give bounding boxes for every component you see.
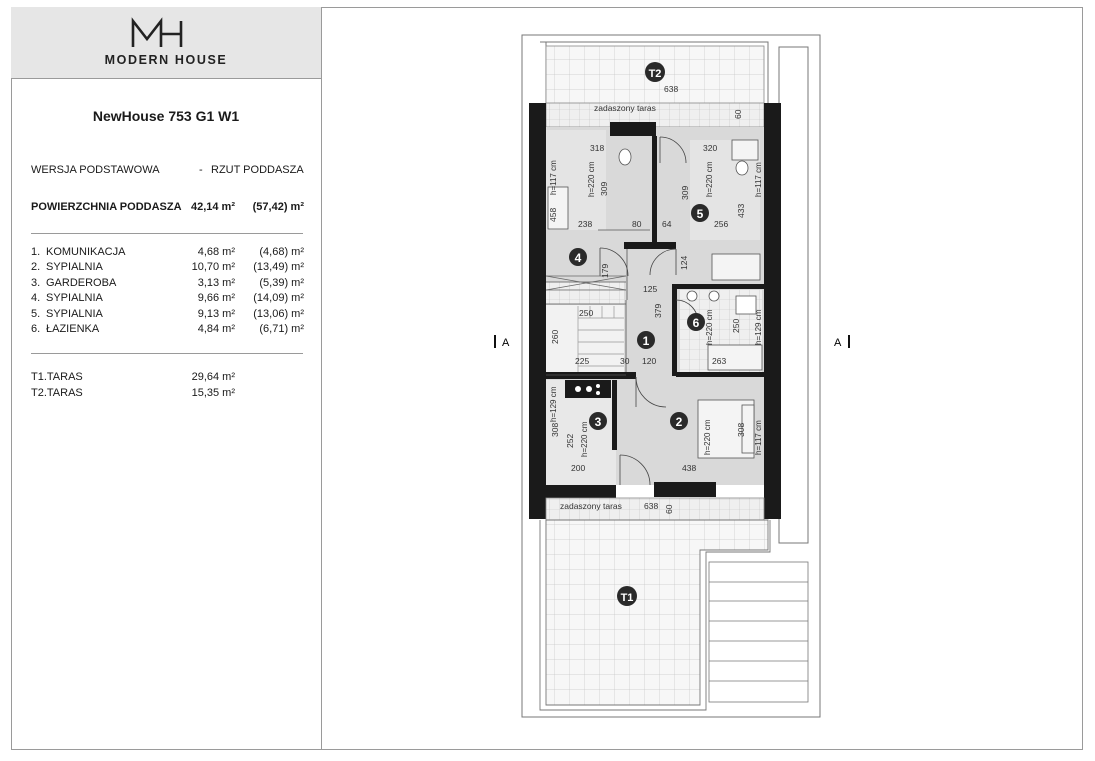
stairs [577, 306, 624, 374]
svg-text:T2: T2 [649, 68, 662, 80]
svg-text:64: 64 [662, 219, 672, 229]
logo-text: MODERN HOUSE [104, 53, 228, 67]
external-stair [708, 561, 809, 703]
svg-text:320: 320 [703, 143, 717, 153]
svg-text:5: 5 [697, 207, 704, 221]
svg-text:124: 124 [679, 256, 689, 270]
svg-text:h=129 cm: h=129 cm [549, 386, 558, 422]
svg-text:h=220 cm: h=220 cm [587, 161, 596, 197]
plan-labels: zadaszony taras zadaszony taras 638 638 … [548, 84, 746, 514]
section-mark-right: A [834, 335, 850, 349]
drawing-frame [11, 7, 1083, 750]
walls [529, 103, 781, 519]
svg-text:h=117 cm: h=117 cm [754, 420, 763, 455]
svg-text:250: 250 [731, 319, 741, 333]
svg-text:h=220 cm: h=220 cm [705, 161, 714, 197]
svg-text:256: 256 [714, 219, 728, 229]
room-marker-2: 2 [670, 412, 688, 430]
svg-text:60: 60 [664, 504, 674, 514]
room-marker-5: 5 [691, 204, 709, 222]
svg-text:250: 250 [579, 308, 593, 318]
svg-text:200: 200 [571, 463, 585, 473]
svg-text:238: 238 [578, 219, 592, 229]
svg-text:A: A [502, 337, 510, 349]
svg-text:308: 308 [550, 423, 560, 437]
divider [31, 233, 303, 234]
svg-text:433: 433 [736, 204, 746, 218]
terrace-marker-t1: T1 [617, 586, 637, 606]
version-label: WERSJA PODSTAWOWA [31, 164, 160, 176]
svg-text:125: 125 [643, 284, 657, 294]
svg-text:h=117 cm: h=117 cm [549, 160, 558, 195]
svg-text:h=117 cm: h=117 cm [754, 162, 763, 197]
room-marker-3: 3 [589, 412, 607, 430]
svg-text:4: 4 [575, 251, 582, 265]
svg-text:309: 309 [599, 182, 609, 196]
room-markers: 1 2 3 4 5 6 T2 T1 [569, 62, 709, 606]
logo-mark-icon [131, 17, 183, 47]
height-labels: h=220 cm h=220 cm h=117 cm h=117 cm h=22… [549, 160, 763, 457]
svg-text:80: 80 [632, 219, 642, 229]
svg-text:h=220 cm: h=220 cm [703, 419, 712, 455]
doors [599, 136, 699, 486]
terrace-marker-t2: T2 [645, 62, 665, 82]
svg-text:120: 120 [642, 356, 656, 366]
room-marker-1: 1 [637, 331, 655, 349]
svg-text:2: 2 [676, 415, 683, 429]
section-mark-left: A [494, 335, 510, 349]
project-title: NewHouse 753 G1 W1 [92, 108, 240, 124]
svg-text:zadaszony taras: zadaszony taras [594, 103, 656, 113]
svg-text:zadaszony taras: zadaszony taras [560, 501, 622, 511]
svg-text:309: 309 [680, 186, 690, 200]
terrace-t1 [545, 519, 769, 706]
svg-text:179: 179 [600, 264, 610, 278]
svg-text:458: 458 [548, 208, 558, 222]
furniture [547, 139, 763, 459]
svg-text:3: 3 [595, 415, 602, 429]
svg-text:h=220 cm: h=220 cm [580, 421, 589, 457]
logo-box: MODERN HOUSE [11, 7, 321, 79]
svg-text:260: 260 [550, 330, 560, 344]
svg-text:638: 638 [644, 501, 658, 511]
svg-text:318: 318 [590, 143, 604, 153]
svg-text:308: 308 [736, 423, 746, 437]
svg-text:A: A [834, 337, 842, 349]
svg-text:60: 60 [733, 109, 743, 119]
svg-text:638: 638 [664, 84, 678, 94]
svg-text:h=220 cm: h=220 cm [705, 309, 714, 345]
svg-text:225: 225 [575, 356, 589, 366]
area-net: 42,14 m² [190, 201, 235, 213]
area-label: POWIERZCHNIA PODDASZA [31, 201, 182, 213]
area-gross: (57,42) m² [252, 201, 304, 213]
divider [31, 353, 303, 354]
info-panel: MODERN HOUSE NewHouse 753 G1 W1 WERSJA P… [11, 7, 322, 750]
version-dash: - [199, 164, 203, 176]
room-marker-6: 6 [687, 313, 705, 331]
version-view: RZUT PODDASZA [211, 164, 304, 176]
svg-text:T1: T1 [621, 592, 634, 604]
svg-text:1: 1 [643, 334, 650, 348]
svg-text:263: 263 [712, 356, 726, 366]
svg-text:h=129 cm: h=129 cm [754, 309, 763, 345]
svg-text:252: 252 [565, 434, 575, 448]
svg-text:438: 438 [682, 463, 696, 473]
svg-text:30: 30 [620, 356, 630, 366]
svg-text:379: 379 [653, 304, 663, 318]
room-marker-4: 4 [569, 248, 587, 266]
svg-text:6: 6 [693, 316, 700, 330]
